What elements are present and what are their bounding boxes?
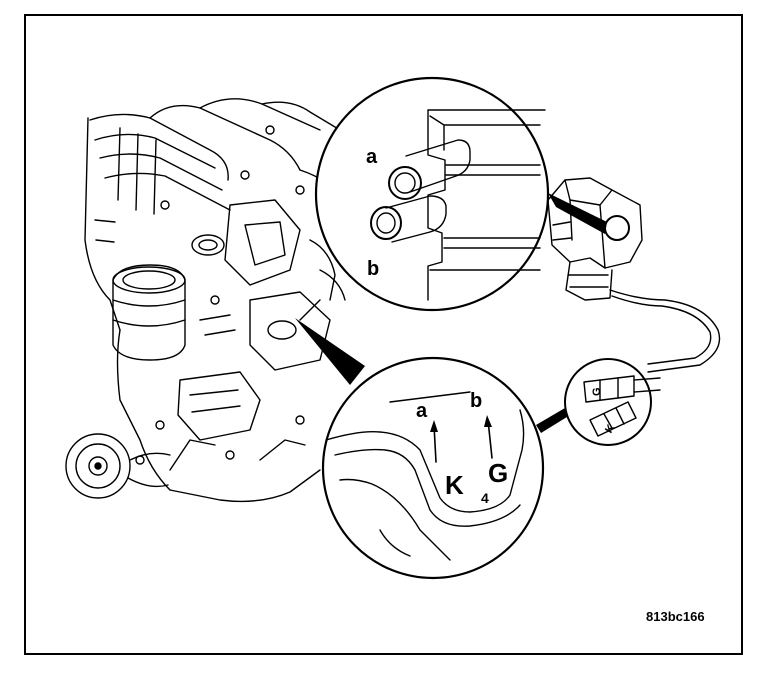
figure-id: 813bc166 — [646, 609, 705, 624]
callout-top-detail — [314, 76, 550, 312]
callout-bottom-label-a: a — [416, 400, 428, 422]
callout-top-label-b: b — [367, 258, 379, 280]
engine-block — [65, 98, 351, 503]
callout-bottom-label-b: b — [470, 390, 482, 412]
marking-number: 4 — [481, 490, 489, 506]
callout-bottom-detail — [321, 356, 545, 580]
callout-small-detail — [564, 358, 661, 446]
marking-g: G — [488, 458, 508, 488]
callout-top-label-a: a — [366, 146, 378, 168]
wire-marking-g: G — [591, 387, 603, 396]
sensor-connector — [547, 177, 721, 373]
marking-k: K — [445, 470, 464, 500]
